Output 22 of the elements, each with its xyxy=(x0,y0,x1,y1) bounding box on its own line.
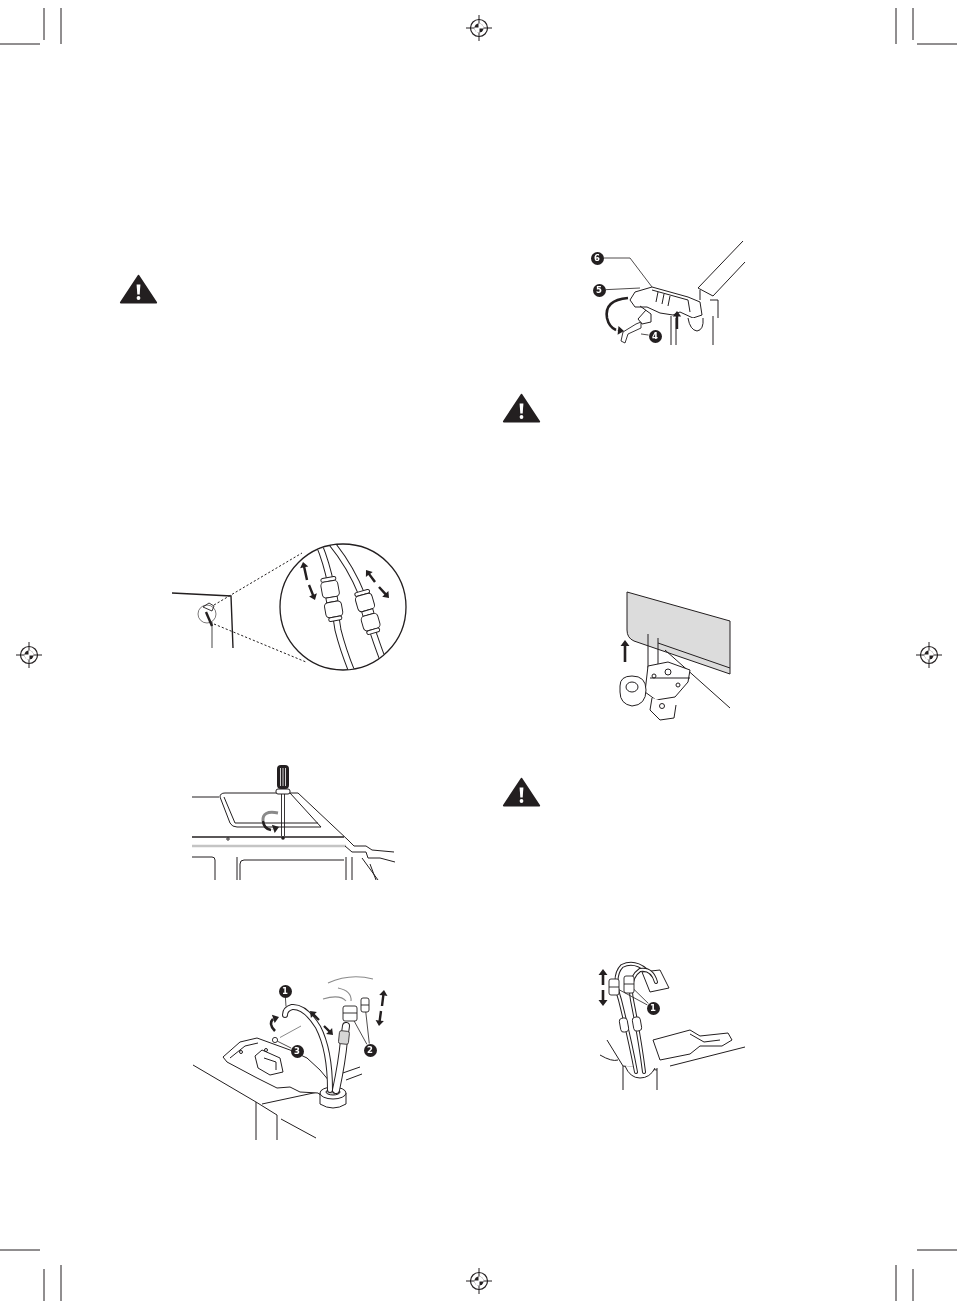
leader-line xyxy=(618,989,648,1006)
leader-line xyxy=(605,287,641,291)
callout-number: 1 xyxy=(646,1001,660,1015)
tube-connector xyxy=(342,1005,358,1022)
callout-number: 3 xyxy=(290,1044,304,1058)
tube-connector xyxy=(608,978,620,996)
tube-connector xyxy=(360,997,370,1013)
leader-line xyxy=(640,333,649,336)
callout-number: 5 xyxy=(592,283,606,297)
leader-line xyxy=(365,1011,370,1044)
leader-line xyxy=(353,1020,368,1045)
callout-number: 1 xyxy=(278,984,292,998)
callout-number: 4 xyxy=(648,329,662,343)
tube-connector xyxy=(623,975,635,994)
leader-line xyxy=(633,989,649,1004)
screw-hole xyxy=(271,1036,279,1044)
lever-arm xyxy=(620,321,642,344)
callout-number: 6 xyxy=(590,251,604,265)
leader-line xyxy=(603,257,653,288)
leader-line xyxy=(285,997,287,1007)
callout-number: 2 xyxy=(363,1043,377,1057)
leader-line xyxy=(276,1040,292,1049)
